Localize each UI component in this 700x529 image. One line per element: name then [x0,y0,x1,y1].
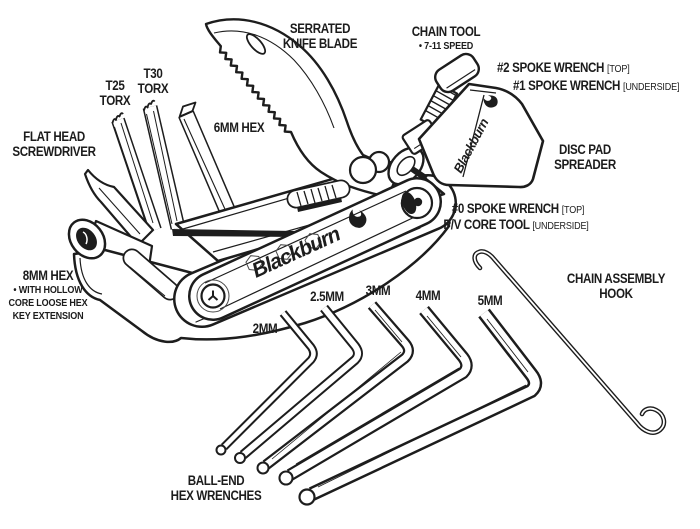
knurled-roller [286,179,351,212]
label-line: HEX WRENCHES [170,487,262,503]
label-subline: • WITH HOLLOW [13,283,83,296]
label-line: CHAIN TOOL [411,24,481,39]
label-line: TORX [137,80,169,96]
label-line: #0 SPOKE WRENCH [451,201,559,216]
pivot-screw-left [196,279,230,313]
label-line: #1 SPOKE WRENCH [513,78,621,93]
label-spoke-wrench-0: #0 SPOKE WRENCH [TOP] [441,201,595,218]
label-note: [UNDERSIDE] [532,220,589,232]
label-chain-assembly-hook: CHAIN ASSEMBLY HOOK [559,271,673,301]
label-line: 5MM [477,293,503,308]
label-pv-core-tool: P/V CORE TOOL [UNDERSIDE] [432,217,601,234]
hex-wrench-2-5mm [234,304,363,464]
pivot-screw-right [400,186,434,220]
label-spoke-wrench-2: #2 SPOKE WRENCH [TOP] [497,60,651,77]
label-line: SCREWDRIVER [12,143,96,159]
hex-wrench-3mm [256,301,414,475]
label-note: [UNDERSIDE] [622,81,680,93]
label-torx-t25: T25 TORX [97,78,133,108]
chain-assembly-hook [472,249,667,435]
label-hex-8mm: 8MM HEX • WITH HOLLOW CORE LOOSE HEX KEY… [2,268,94,323]
hinge-knuckles [348,150,391,185]
label-line: CHAIN ASSEMBLY [566,271,666,286]
chain-tool: Blackburn [387,52,545,189]
label-disc-pad-spreader: DISC PAD SPREADER [549,142,621,172]
hex-8mm-opening [67,218,107,260]
bit-socket-hexes [245,233,322,271]
blade-thumb-slot [245,33,267,55]
label-hex-2mm: 2MM [251,321,280,337]
hex-key-extension-rod [122,248,180,301]
label-line: 3MM [365,283,391,298]
flame-icon [349,209,367,228]
label-line: T30 [143,66,163,81]
label-hex-2-5mm: 2.5MM [307,289,346,305]
label-line: 6MM HEX [213,120,265,135]
label-line: SERRATED [289,21,351,36]
label-line: HOOK [599,285,633,301]
label-torx-t30: T30 TORX [135,66,171,96]
label-line: DISC PAD [559,142,611,157]
label-chain-tool: CHAIN TOOL • 7-11 SPEED [406,24,486,53]
hex-6mm-bit [178,101,239,223]
label-hex-6mm: 6MM HEX [210,120,269,136]
label-line: 4MM [415,288,441,303]
label-hex-3mm: 3MM [364,283,393,299]
chain-tool-knob [433,52,481,94]
label-line: 8MM HEX [22,268,74,283]
label-line: SPREADER [554,156,616,172]
torx-t25-bit [111,112,162,233]
label-serrated-knife-blade: SERRATED KNIFE BLADE [277,21,363,51]
hex-wrench-4mm [278,306,473,486]
hex-wrench-2mm [215,310,318,456]
label-hex-5mm: 5MM [476,293,505,309]
label-line: TORX [99,92,131,108]
label-line: #2 SPOKE WRENCH [497,60,605,75]
hex-wrench-5mm [298,308,543,506]
label-line: FLAT HEAD [23,129,85,144]
label-line: BALL-END [187,473,245,488]
chain-tool-body [417,82,545,189]
label-line: KNIFE BLADE [282,35,358,51]
knife-blade [204,18,401,199]
label-hex-4mm: 4MM [414,288,443,304]
label-spoke-wrench-1: #1 SPOKE WRENCH [UNDERSIDE] [513,78,700,95]
label-line: T25 [105,78,125,93]
label-line: P/V CORE TOOL [443,217,530,232]
flame-icon [483,95,498,108]
label-subline: • 7-11 SPEED [418,39,474,52]
bit-slot [172,229,297,237]
label-flat-head-screwdriver: FLAT HEAD SCREWDRIVER [6,129,103,159]
label-note: [TOP] [606,63,630,75]
label-line: 2.5MM [310,289,344,304]
label-line: 2MM [252,321,278,336]
label-subline: KEY EXTENSION [12,309,84,322]
label-subline: CORE LOOSE HEX [8,296,88,309]
label-note: [TOP] [561,204,585,216]
torx-t30-bit [142,99,186,230]
label-ball-end-hex-wrenches: BALL-END HEX WRENCHES [163,473,268,503]
